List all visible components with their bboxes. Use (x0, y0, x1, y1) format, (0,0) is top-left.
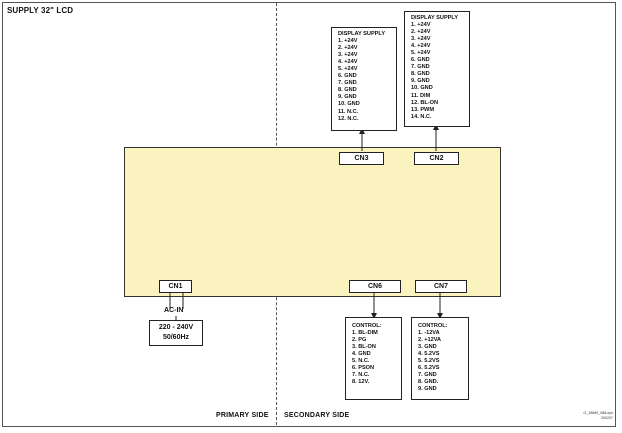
cn2-pin: 6. GND (411, 57, 430, 64)
cn2-pinout-header: DISPLAY SUPPLY (411, 15, 459, 21)
cn2-pin: 3. +24V (411, 36, 431, 43)
ac-in-label: AC-IN (164, 307, 184, 314)
cn3-pin: 7. GND (338, 80, 357, 87)
supply-board (124, 147, 501, 297)
cn6-pin: 7. N.C. (352, 372, 370, 379)
cn6-pin: 6. PSON (352, 365, 375, 372)
cn6-pin: 8. 12V. (352, 379, 370, 386)
cn6-pin: 3. BL-ON (352, 344, 376, 351)
cn2-pin: 1. +24V (411, 22, 431, 29)
ac-frequency: 50/60Hz (162, 334, 190, 341)
cn3-pin: 12. N.C. (338, 115, 359, 122)
cn3-pinout-header: DISPLAY SUPPLY (338, 31, 386, 37)
cn3-pin: 6. GND (338, 73, 357, 80)
cn7-pin: 4. 5.2VS (418, 351, 440, 358)
cn7-pin: 9. GND (418, 386, 437, 393)
document-code: G_16860_088.eps 200207 (583, 411, 613, 421)
cn2-connector: CN2 (414, 152, 459, 165)
cn3-pin: 3. +24V (338, 52, 358, 59)
cn6-pin: 1. BL-DIM (352, 330, 378, 337)
cn2-pin: 2. +24V (411, 29, 431, 36)
cn7-pinout-header: CONTROL: (418, 323, 448, 329)
cn2-pin: 11. DIM (411, 92, 431, 99)
ac-input-box: 220 - 240V 50/60Hz (149, 320, 203, 346)
cn2-pin: 9. GND (411, 78, 430, 85)
cn3-pin: 2. +24V (338, 45, 358, 52)
cn2-pin: 7. GND (411, 64, 430, 71)
diagram-frame (2, 2, 616, 427)
cn6-pin: 2. PG (352, 337, 367, 344)
cn7-pin: 1. -12VA (418, 330, 440, 337)
cn3-pin: 4. +24V (338, 59, 358, 66)
document-code-line2: 200207 (601, 416, 613, 420)
cn2-pin: 12. BL-ON (411, 99, 439, 106)
cn2-pin: 5. +24V (411, 50, 431, 57)
cn7-pin: 8. GND. (418, 379, 439, 386)
primary-side-label: PRIMARY SIDE (216, 412, 269, 419)
cn6-pinout-header: CONTROL: (352, 323, 382, 329)
cn7-pin: 6. 5.2VS (418, 365, 440, 372)
secondary-side-label: SECONDARY SIDE (284, 412, 350, 419)
cn3-pin: 1. +24V (338, 38, 358, 45)
cn6-pin: 4. GND (352, 351, 371, 358)
cn3-connector: CN3 (339, 152, 384, 165)
cn1-connector: CN1 (159, 280, 192, 293)
cn2-pin: 13. PWM (411, 106, 435, 113)
cn3-pin: 8. GND (338, 87, 357, 94)
cn6-connector: CN6 (349, 280, 401, 293)
cn3-pin: 11. N.C. (338, 108, 359, 115)
cn2-pin: 10. GND (411, 85, 433, 92)
cn3-pin: 10. GND (338, 101, 360, 108)
cn2-pin: 8. GND (411, 71, 430, 78)
cn3-pin: 5. +24V (338, 66, 358, 73)
cn7-pin: 5. 5.2VS (418, 358, 440, 365)
cn2-pin: 4. +24V (411, 43, 431, 50)
document-code-line1: G_16860_088.eps (583, 411, 613, 415)
cn7-connector: CN7 (415, 280, 467, 293)
cn2-pin: 14. N.C. (411, 113, 432, 120)
cn6-pin: 5. N.C. (352, 358, 370, 365)
cn3-pin: 9. GND (338, 94, 357, 101)
cn7-pin: 2. +12VA (418, 337, 442, 344)
ac-voltage: 220 - 240V (158, 324, 194, 331)
cn7-pin: 3. GND (418, 344, 437, 351)
diagram-title: SUPPLY 32" LCD (7, 6, 74, 15)
cn7-pin: 7. GND (418, 372, 437, 379)
